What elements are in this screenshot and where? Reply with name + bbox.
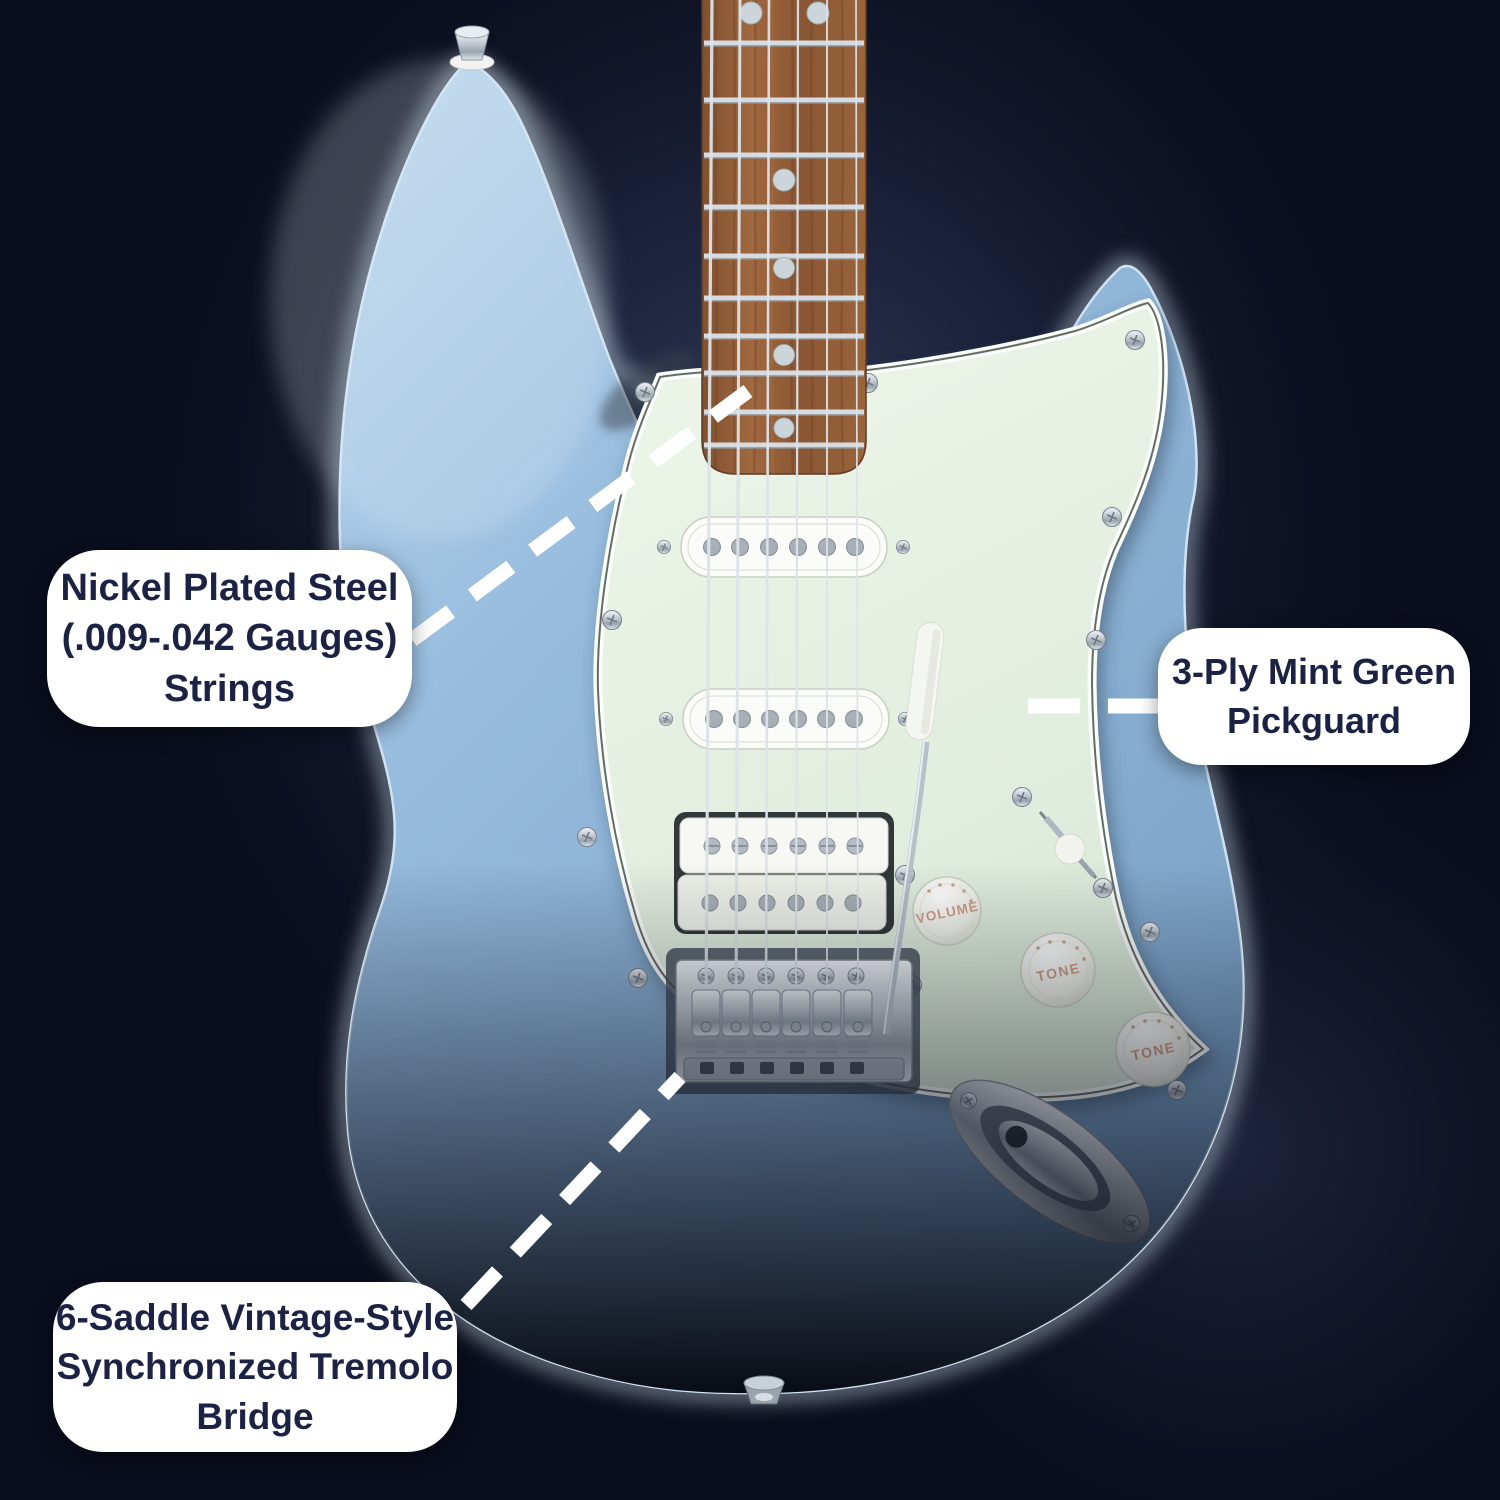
callout-strings-line-3: Strings [164, 667, 295, 710]
callout-bridge-line-1: 6-Saddle Vintage-Style [55, 1296, 455, 1338]
guitar: VOLUME TONE TONE [270, 0, 1252, 1405]
callout-strings: Nickel Plated Steel (.009-.042 Gauges) S… [47, 550, 412, 727]
body-bottom-shadow [339, 62, 1244, 1394]
callout-pickguard-line-2: Pickguard [1226, 699, 1402, 741]
strap-button-top [449, 25, 495, 71]
fretboard-inlay-dots [739, 1, 830, 439]
callout-pickguard-line-1: 3-Ply Mint Green [1171, 651, 1457, 693]
callout-bridge-line-2: Synchronized Tremolo [56, 1346, 454, 1388]
strap-button-bottom [743, 1375, 785, 1405]
leader-line-bridge [460, 1071, 686, 1311]
leader-lines [407, 384, 1162, 1311]
callout-bridge: 6-Saddle Vintage-Style Synchronized Trem… [53, 1282, 457, 1452]
guitar-neck [701, 0, 867, 475]
callout-bridge-line-3: Bridge [196, 1395, 314, 1437]
callout-strings-line-2: (.009-.042 Gauges) [61, 617, 398, 660]
callout-pickguard: 3-Ply Mint Green Pickguard [1158, 628, 1470, 765]
callout-strings-line-1: Nickel Plated Steel [60, 567, 399, 610]
